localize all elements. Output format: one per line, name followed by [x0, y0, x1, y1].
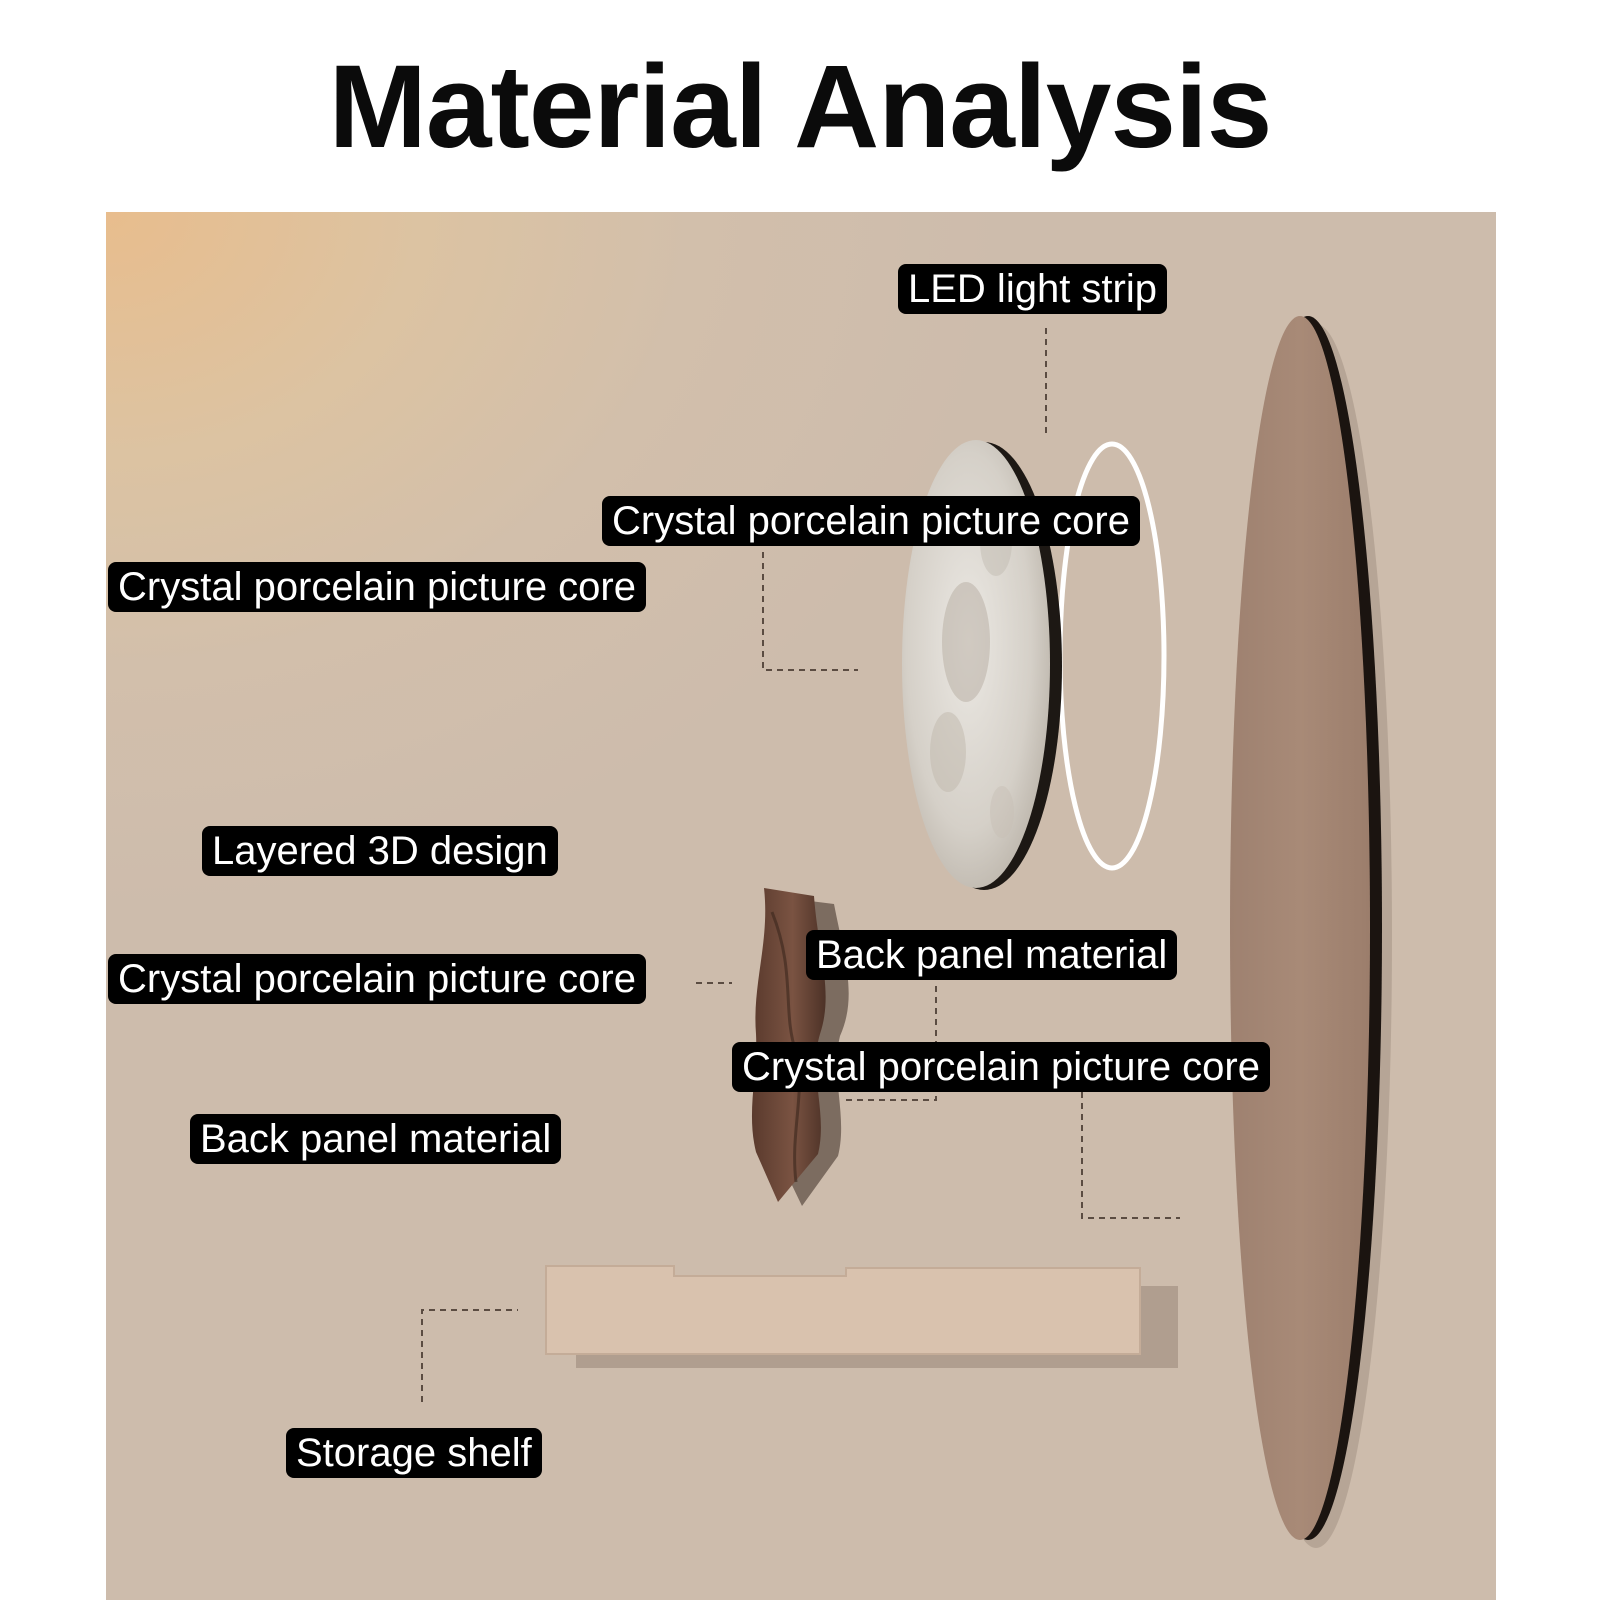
page-title: Material Analysis	[328, 41, 1273, 173]
leader-lines	[421, 328, 1180, 1402]
label-crystal-core-lower-right: Crystal porcelain picture core	[732, 1042, 1270, 1092]
label-back-panel-material-left: Back panel material	[190, 1114, 562, 1164]
illustration-panel: LED light strip Crystal porcelain pictur…	[106, 212, 1496, 1600]
moon-crater	[990, 786, 1014, 838]
label-storage-shelf: Storage shelf	[286, 1428, 542, 1478]
moon-crater	[942, 582, 990, 702]
moon-crater	[930, 712, 966, 792]
label-crystal-core-top-right: Crystal porcelain picture core	[602, 496, 1140, 546]
label-crystal-core-top-left: Crystal porcelain picture core	[108, 562, 646, 612]
product-exploded-view	[421, 316, 1392, 1548]
label-back-panel-material-right: Back panel material	[806, 930, 1178, 980]
label-crystal-core-mid-left: Crystal porcelain picture core	[108, 954, 646, 1004]
storage-shelf	[545, 1265, 1141, 1355]
label-layered-3d-design: Layered 3D design	[202, 826, 558, 876]
label-led-light-strip: LED light strip	[898, 264, 1167, 314]
back-panel	[1230, 316, 1370, 1540]
